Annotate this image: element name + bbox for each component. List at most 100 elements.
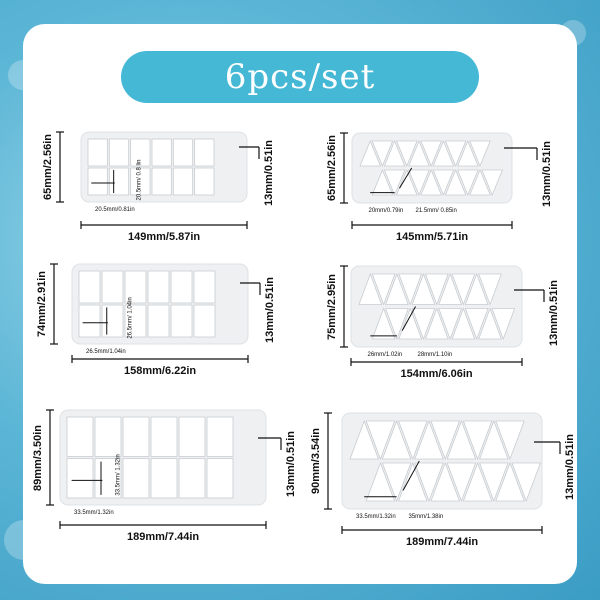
thickness-label: 13mm/0.51in: [264, 276, 277, 344]
square-cavity: [130, 167, 151, 196]
triangle-cavity: [371, 168, 394, 196]
cell-side-label: 28mm/1.10in: [417, 352, 453, 358]
width-label: 149mm/5.87in: [128, 231, 201, 243]
triangle-cavity: [411, 308, 436, 341]
triangle-cavity: [446, 462, 477, 503]
thickness-label: 13mm/0.51in: [541, 140, 554, 208]
triangle-cavity: [398, 420, 428, 461]
square-cavity: [206, 416, 234, 457]
triangle-cavity: [495, 461, 525, 502]
triangle-cavity: [383, 139, 406, 167]
triangle-cavity: [371, 273, 396, 306]
square-cavity: [150, 458, 178, 499]
square-cavity: [124, 304, 147, 338]
triangle-cavity: [438, 272, 462, 305]
cell-width-label: 33.5mm/1.32in: [74, 510, 114, 516]
square-cavity: [151, 167, 172, 196]
set-count-title: 6pcs/set: [121, 51, 479, 103]
cell-side-marker: [402, 460, 420, 491]
triangle-cavity: [479, 419, 509, 460]
height-label: 89mm/3.50in: [32, 424, 45, 491]
square-cavity: [130, 138, 151, 167]
triangle-cavity: [349, 419, 379, 460]
height-label: 90mm/3.54in: [310, 427, 323, 495]
cell-height-label: 26.5mm/ 1.04in: [127, 297, 134, 340]
height-label: 65mm/2.56in: [42, 133, 55, 201]
cell-width-label: 20.5mm/0.81in: [95, 207, 135, 213]
triangle-cavity: [462, 461, 493, 502]
triangle-cavity: [495, 420, 525, 461]
triangle-cavity: [469, 168, 491, 196]
height-label: 74mm/2.91in: [36, 270, 49, 338]
square-cavity: [193, 304, 216, 338]
square-cavity: [122, 458, 150, 499]
cell-height-label: 33.5mm/ 1.32in: [115, 453, 122, 496]
triangle-cavity: [491, 308, 516, 341]
triangle-cavity: [462, 420, 493, 461]
triangle-cavity: [432, 139, 455, 167]
square-cavity: [170, 304, 193, 338]
triangle-cavity: [408, 169, 430, 197]
triangle-cavity: [457, 139, 479, 167]
square-cavity: [66, 416, 94, 457]
height-label: 75mm/2.95in: [326, 273, 339, 340]
square-cavity: [94, 416, 122, 457]
triangle-cavity: [365, 461, 396, 502]
cell-side-label: 35mm/1.38in: [408, 514, 444, 520]
thickness-label: 13mm/0.51in: [564, 433, 577, 501]
triangle-cavity: [481, 169, 503, 197]
triangle-cavity: [420, 140, 442, 168]
triangle-cavity: [396, 140, 418, 168]
triangle-cavity: [444, 168, 467, 196]
cell-width-label: 20mm/0.79in: [368, 208, 404, 214]
square-cavity: [150, 416, 178, 457]
triangle-cavity: [430, 420, 460, 461]
square-cavity: [101, 304, 124, 338]
square-cavity: [170, 270, 193, 304]
triangle-cavity: [424, 273, 449, 306]
triangle-cavity: [478, 307, 502, 340]
square-cavity: [172, 167, 194, 196]
triangle-cavity: [478, 273, 502, 306]
triangle-cavity: [464, 308, 489, 341]
triangle-cavity: [381, 462, 412, 503]
triangle-cavity: [464, 272, 489, 305]
square-cavity: [151, 138, 172, 167]
square-cavity: [122, 416, 150, 457]
triangle-cavity: [432, 169, 455, 197]
cell-width-label: 26mm/1.02in: [367, 352, 403, 358]
cell-side-marker: [399, 167, 413, 189]
square-cavity: [178, 416, 206, 457]
triangle-cavity: [438, 308, 462, 341]
triangle-cavity: [359, 139, 381, 167]
triangle-cavity: [381, 419, 412, 460]
triangle-cavity: [371, 140, 394, 168]
triangle-cavity: [457, 169, 479, 197]
width-label: 154mm/6.06in: [400, 368, 473, 380]
cell-side-label: 21.5mm/ 0.85in: [415, 208, 457, 214]
width-label: 189mm/7.44in: [406, 536, 479, 548]
triangle-cavity: [446, 419, 477, 460]
square-cavity: [124, 270, 147, 304]
triangle-cavity: [398, 307, 423, 340]
cell-side-marker: [401, 306, 416, 331]
triangle-cavity: [444, 140, 467, 168]
square-cavity: [147, 270, 170, 304]
triangle-cavity: [408, 139, 430, 167]
width-label: 189mm/7.44in: [127, 531, 200, 543]
square-cavity: [178, 458, 206, 499]
triangle-cavity: [420, 168, 442, 196]
cell-width-label: 26.5mm/1.04in: [86, 349, 126, 355]
triangle-cavity: [385, 308, 409, 341]
triangle-cavity: [430, 461, 460, 502]
square-cavity: [87, 167, 108, 196]
square-cavity: [194, 138, 215, 167]
triangle-cavity: [469, 140, 491, 168]
triangle-cavity: [414, 462, 444, 503]
thickness-label: 13mm/0.51in: [263, 139, 276, 207]
square-cavity: [78, 270, 101, 304]
square-cavity: [108, 138, 130, 167]
square-cavity: [87, 138, 108, 167]
square-cavity: [101, 270, 124, 304]
